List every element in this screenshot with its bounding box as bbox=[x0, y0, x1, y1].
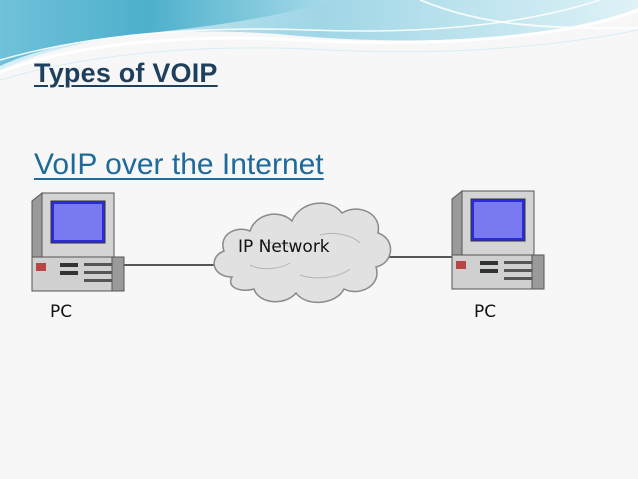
network-diagram: IP Network PC bbox=[31, 189, 545, 322]
header-swoosh-decoration bbox=[0, 0, 638, 80]
desktop-computer-icon: PC bbox=[451, 189, 545, 322]
cloud-label: IP Network bbox=[238, 237, 330, 257]
cloud-icon: IP Network bbox=[213, 202, 392, 304]
slide-title: Types of VOIP bbox=[34, 58, 218, 88]
slide-subtitle: VoIP over the Internet bbox=[34, 148, 324, 181]
left-pc-label: PC bbox=[50, 302, 72, 322]
desktop-computer-icon: PC bbox=[31, 191, 125, 322]
right-pc-label: PC bbox=[474, 302, 496, 322]
